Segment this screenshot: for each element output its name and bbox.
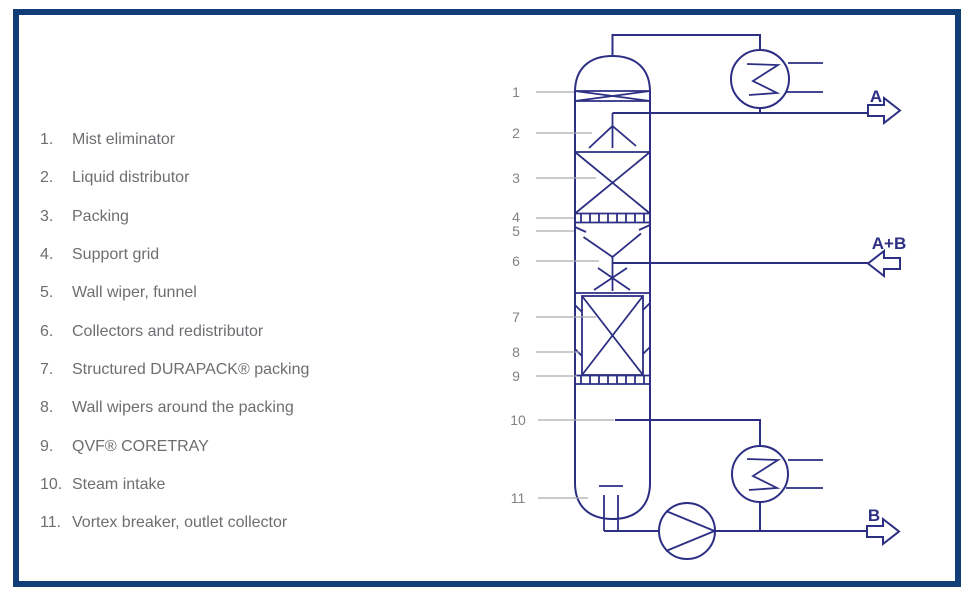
steam-line bbox=[615, 419, 761, 446]
legend-item-4: 4. Support grid bbox=[40, 236, 460, 274]
support-grid-icon bbox=[575, 214, 650, 224]
wall-wipers-icon bbox=[574, 302, 651, 357]
callout-5: 5 bbox=[512, 223, 520, 239]
condenser-icon bbox=[730, 49, 823, 109]
callout-1: 1 bbox=[512, 84, 520, 100]
wall-wiper-funnel-icon bbox=[574, 224, 651, 258]
legend-item-number: 7. bbox=[40, 360, 54, 378]
mist-eliminator-icon bbox=[574, 90, 651, 102]
legend-item-number: 2. bbox=[40, 169, 54, 187]
legend-item-number: 1. bbox=[40, 131, 54, 149]
legend-item-label: Wall wiper, funnel bbox=[72, 284, 197, 302]
legend-item-number: 8. bbox=[40, 399, 54, 417]
callout-2: 2 bbox=[512, 125, 520, 141]
legend-item-7: 7. Structured DURAPACK® packing bbox=[40, 351, 460, 389]
legend-item-label: Packing bbox=[72, 207, 129, 225]
legend-item-number: 10. bbox=[40, 475, 63, 493]
legend-item-5: 5. Wall wiper, funnel bbox=[40, 274, 460, 312]
packing-icon bbox=[574, 151, 651, 215]
callout-4: 4 bbox=[512, 209, 520, 225]
legend-item-label: Mist eliminator bbox=[72, 131, 176, 149]
legend-item-number: 3. bbox=[40, 207, 54, 225]
stream-ab-arrow-icon bbox=[866, 248, 901, 279]
page-border-frame bbox=[13, 9, 961, 587]
legend-item-3: 3. Packing bbox=[40, 198, 460, 236]
callout-numbers: 1 2 3 4 5 6 7 8 9 10 11 bbox=[510, 84, 526, 506]
legend-item-6: 6. Collectors and redistributor bbox=[40, 312, 460, 350]
column-sump bbox=[574, 482, 651, 521]
legend-item-1: 1. Mist eliminator bbox=[40, 121, 460, 159]
legend-item-number: 11. bbox=[40, 514, 62, 532]
legend-item-label: Steam intake bbox=[72, 475, 166, 493]
callout-7: 7 bbox=[512, 309, 520, 325]
legend-item-label: Collectors and redistributor bbox=[72, 322, 264, 340]
reboiler-icon bbox=[731, 445, 823, 503]
callout-8: 8 bbox=[512, 344, 520, 360]
durapack-packing-icon bbox=[575, 292, 650, 376]
legend-list: 1. Mist eliminator 2. Liquid distributor 3… bbox=[40, 121, 460, 542]
heating-lines bbox=[786, 459, 823, 489]
legend-item-label: QVF® CORETRAY bbox=[72, 437, 209, 455]
legend-item-9: 9. QVF® CORETRAY bbox=[40, 427, 460, 465]
stream-a-arrow-icon bbox=[867, 95, 902, 126]
legend-item-label: Support grid bbox=[72, 246, 160, 264]
legend-item-number: 9. bbox=[40, 437, 54, 455]
liquid-distributor-icon bbox=[588, 113, 637, 149]
callout-3: 3 bbox=[512, 170, 520, 186]
legend-item-label: Vortex breaker, outlet collector bbox=[72, 514, 288, 532]
callout-10: 10 bbox=[510, 412, 526, 428]
coretray-icon bbox=[575, 374, 650, 385]
legend-item-number: 6. bbox=[40, 322, 54, 340]
legend-item-11: 11. Vortex breaker, outlet collector bbox=[40, 504, 460, 542]
vortex-breaker-icon bbox=[599, 485, 623, 531]
callout-11: 11 bbox=[511, 490, 526, 506]
stream-b-arrow-icon bbox=[866, 516, 901, 547]
callout-9: 9 bbox=[512, 368, 520, 384]
coolant-lines bbox=[786, 62, 823, 93]
legend-item-number: 4. bbox=[40, 246, 54, 264]
callout-leaders bbox=[536, 91, 614, 499]
legend-item-label: Liquid distributor bbox=[72, 169, 190, 187]
legend-item-label: Structured DURAPACK® packing bbox=[72, 360, 310, 378]
stream-a-label: A bbox=[870, 87, 882, 106]
pump-icon bbox=[658, 502, 716, 560]
column-dome bbox=[574, 54, 651, 93]
stream-ab-label: A+B bbox=[872, 234, 906, 253]
legend-item-label: Wall wipers around the packing bbox=[72, 399, 294, 417]
stream-b-label: B bbox=[868, 506, 880, 525]
legend-item-2: 2. Liquid distributor bbox=[40, 159, 460, 197]
legend-item-10: 10. Steam intake bbox=[40, 466, 460, 504]
callout-6: 6 bbox=[512, 253, 520, 269]
legend-item-number: 5. bbox=[40, 284, 54, 302]
legend-item-8: 8. Wall wipers around the packing bbox=[40, 389, 460, 427]
